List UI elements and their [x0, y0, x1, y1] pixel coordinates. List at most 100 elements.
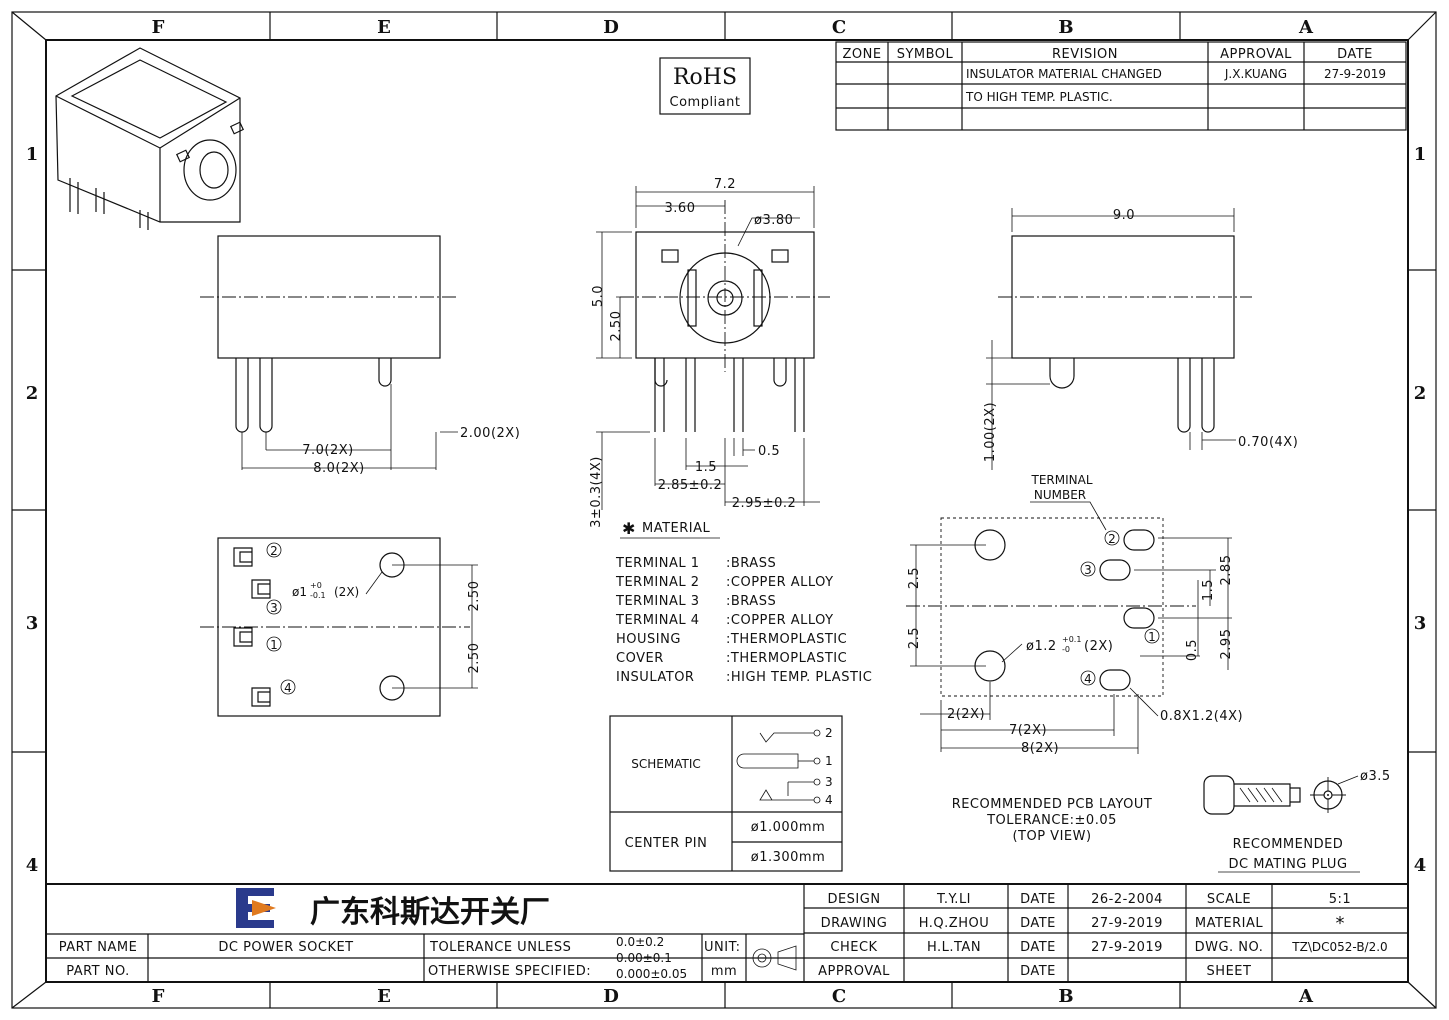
material-value: :COPPER ALLOY: [726, 575, 834, 590]
sheet-label: SHEET: [1207, 964, 1252, 979]
dim-bottom-2-50a: 2.50: [467, 581, 482, 612]
tolerance-b: 0.00±0.1: [616, 951, 672, 965]
zone-col-bottom: B: [1058, 986, 1073, 1007]
pcb-pin-1: 1: [1148, 630, 1156, 644]
zone-col-bottom: E: [377, 986, 391, 1007]
front-view: 7.2 3.60 ø3.80 5.0 2.50 3±0.3(4X) 0.5 1.…: [589, 177, 830, 528]
pcb-8x: 8(2X): [1021, 741, 1059, 756]
approval-label: APPROVAL: [818, 964, 890, 979]
zone-row-right: 3: [1414, 613, 1427, 634]
pin-label-4: 4: [284, 681, 292, 695]
pcb-2x: 2(2X): [947, 707, 985, 722]
pcb-caption-3: (TOP VIEW): [1012, 829, 1091, 844]
pin-label-1: 1: [270, 638, 278, 652]
material-title: MATERIAL: [642, 521, 711, 536]
tolerance-c: 0.000±0.05: [616, 967, 687, 981]
pin-label-3: 3: [270, 601, 278, 615]
part-name-value: DC POWER SOCKET: [218, 940, 353, 955]
dim-bottom-2-50b: 2.50: [467, 643, 482, 674]
material-value: :COPPER ALLOY: [726, 613, 834, 628]
dim-7-0: 7.0(2X): [302, 443, 354, 458]
dim-2-95: 2.95±0.2: [732, 496, 797, 511]
zone-labels: F E D C B A F E D C B A 1 2 3 4 1 2 3 4: [26, 17, 1427, 1007]
material-label: MATERIAL: [1195, 916, 1264, 931]
pcb-pin-2: 2: [1108, 532, 1116, 546]
schem-n3: 3: [825, 775, 833, 789]
zone-row-right: 4: [1414, 855, 1427, 876]
dim-hole-1: ø1: [292, 585, 307, 599]
rev-header-zone: ZONE: [842, 47, 881, 62]
side-view: 9.0 1.00(2X) 0.70(4X): [983, 208, 1298, 470]
date-label: DATE: [1020, 964, 1056, 979]
zone-col-top: D: [603, 17, 619, 38]
date-label: DATE: [1020, 892, 1056, 907]
pcb-7x: 7(2X): [1009, 723, 1047, 738]
material-name: HOUSING: [616, 632, 681, 647]
left-view: 2.00(2X) 7.0(2X) 8.0(2X): [200, 235, 520, 476]
dim-0-70: 0.70(4X): [1238, 435, 1298, 450]
schematic-label: SCHEMATIC: [631, 757, 700, 771]
company-logo: [236, 888, 276, 928]
zone-row-right: 2: [1414, 383, 1427, 404]
zone-row-left: 3: [26, 613, 39, 634]
title-block: 广东科斯达开关厂 PART NAME DC POWER SOCKET PART …: [46, 883, 1408, 982]
check-label: CHECK: [830, 940, 877, 955]
material-name: TERMINAL 3: [615, 594, 700, 609]
rev-approval: J.X.KUANG: [1224, 67, 1287, 81]
tolerance-line2: OTHERWISE SPECIFIED:: [428, 964, 591, 979]
dim-2-00: 2.00(2X): [460, 426, 520, 441]
center-pin-a: ø1.000mm: [751, 820, 826, 835]
material-name: TERMINAL 4: [615, 613, 700, 628]
dim-dia-3-80: ø3.80: [754, 213, 793, 228]
zone-col-bottom: D: [603, 986, 619, 1007]
material-name: INSULATOR: [616, 670, 694, 685]
check-by: H.L.TAN: [927, 940, 981, 955]
material-value: :BRASS: [726, 556, 776, 571]
design-date: 26-2-2004: [1091, 892, 1163, 907]
plug-caption-2: DC MATING PLUG: [1228, 857, 1347, 872]
plug-dia: ø3.5: [1360, 769, 1391, 784]
dim-8-0: 8.0(2X): [313, 461, 365, 476]
dim-0-5: 0.5: [758, 444, 780, 459]
dim-hole-count: (2X): [334, 585, 359, 599]
pcb-2-5a: 2.5: [907, 567, 922, 589]
zone-col-top: E: [377, 17, 391, 38]
zone-col-top: A: [1298, 17, 1314, 38]
zone-row-left: 4: [26, 855, 39, 876]
rev-header-approval: APPROVAL: [1220, 47, 1292, 62]
pcb-1-5: 1.5: [1201, 579, 1216, 601]
revision-table: ZONE SYMBOL REVISION APPROVAL DATE INSUL…: [835, 41, 1407, 131]
zone-col-bottom: F: [152, 986, 165, 1007]
rev-header-symbol: SYMBOL: [897, 47, 954, 62]
material-name: TERMINAL 1: [615, 556, 700, 571]
part-name-label: PART NAME: [59, 940, 138, 955]
dwg-label: DWG. NO.: [1195, 940, 1264, 955]
material-value: :THERMOPLASTIC: [726, 632, 847, 647]
drawing-label: DRAWING: [821, 916, 888, 931]
pcb-hole-tol-top: +0.1: [1062, 635, 1081, 644]
plug-caption-1: RECOMMENDED: [1233, 837, 1344, 852]
zone-row-left: 2: [26, 383, 39, 404]
scale-value: 5:1: [1329, 892, 1351, 907]
frame: [11, 11, 1437, 1009]
tolerance-a: 0.0±0.2: [616, 935, 664, 949]
company-name: 广东科斯达开关厂: [310, 895, 550, 930]
schematic-table: SCHEMATIC CENTER PIN ø1.000mm ø1.300mm 2…: [609, 715, 843, 872]
pcb-hole: ø1.2: [1026, 639, 1057, 654]
rohs-compliant: Compliant: [670, 95, 741, 110]
rev-header-revision: REVISION: [1052, 47, 1118, 62]
material-value: :HIGH TEMP. PLASTIC: [726, 670, 872, 685]
rohs-stamp: RoHS Compliant: [659, 57, 751, 115]
dim-hole-tol-bot: -0.1: [310, 591, 326, 600]
unit-value: mm: [711, 964, 737, 979]
isometric-view: [55, 47, 245, 230]
dim-2-85: 2.85±0.2: [658, 478, 723, 493]
rev-header-date: DATE: [1337, 47, 1373, 62]
pcb-layout: 2 3 1 4 TERMINAL NUMBER 2.5 2.5 1.5 2.85…: [906, 473, 1243, 844]
dim-3-60: 3.60: [665, 201, 696, 216]
zone-col-top: F: [152, 17, 165, 38]
zone-col-top: C: [832, 17, 846, 38]
dim-3-0-3: 3±0.3(4X): [589, 456, 604, 528]
schem-n2: 2: [825, 726, 833, 740]
